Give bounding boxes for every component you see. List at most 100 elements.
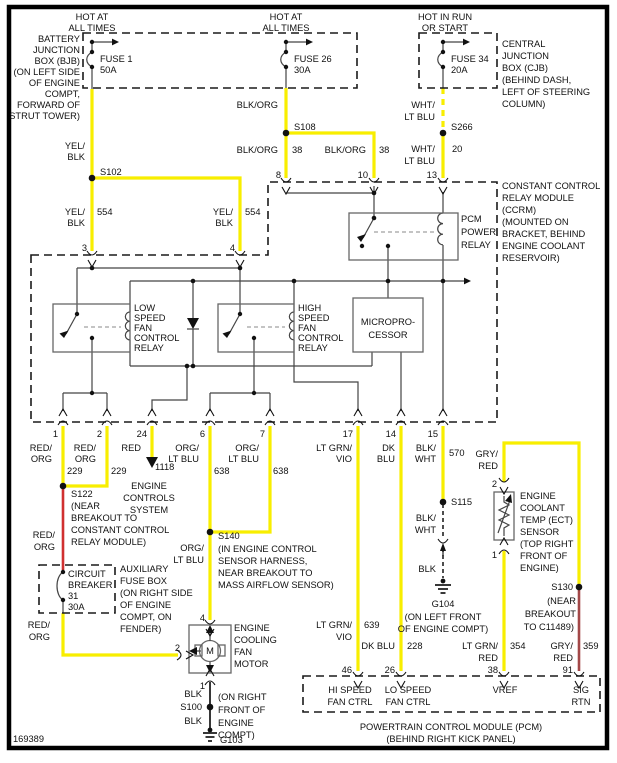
pin-1: 1 — [53, 429, 58, 439]
pin-7: 7 — [260, 429, 265, 439]
high-relay-box — [217, 303, 295, 353]
ground-g104-label: OF ENGINE COMPT) — [398, 624, 488, 634]
pin-8: 8 — [276, 170, 281, 180]
pcm-pin-38: 38 — [488, 665, 498, 675]
cjb-label: LEFT OF STEERING — [502, 87, 590, 97]
pin-10: 10 — [358, 170, 368, 180]
wire-label: ORG/ — [175, 443, 199, 453]
splice-s122: BREAKOUT TO — [71, 513, 137, 523]
circuit-229: 229 — [67, 466, 83, 476]
pin-2: 2 — [97, 429, 102, 439]
circuit-20: 20 — [452, 144, 462, 154]
wire-label: GRY/ — [475, 449, 498, 459]
microprocessor-box — [352, 297, 424, 353]
wire-label: RED — [478, 653, 498, 663]
breaker-label: 31 — [68, 591, 78, 601]
wire-label: LT BLU — [173, 555, 204, 565]
splice-s115: S115 — [451, 497, 472, 507]
motor-label: COOLING — [234, 635, 277, 645]
wire-label: WHT — [415, 454, 436, 464]
wire-label: WHT/ — [411, 100, 435, 110]
fuse34-label: FUSE 34 — [451, 54, 489, 64]
ect-pin-2: 2 — [492, 479, 497, 489]
ground-g104 — [435, 578, 451, 594]
ect-box — [493, 491, 515, 541]
hot-right-2: OR START — [422, 23, 468, 33]
wire-label: ORG — [29, 632, 50, 642]
cjb-label: JUNCTION — [502, 51, 549, 61]
splice-s122: RELAY MODULE) — [71, 537, 146, 547]
ground-g104-label: (ON LEFT FRONT — [405, 612, 482, 622]
ccrm-label: (CCRM) — [502, 205, 536, 215]
aux-fusebox-label: (ON RIGHT SIDE — [120, 588, 193, 598]
bjb-label: OF ENGINE — [29, 78, 80, 88]
wire-label: DK BLU — [361, 641, 395, 651]
splice-s122: CONSTANT CONTROL — [71, 525, 169, 535]
circuit-638: 638 — [273, 466, 289, 476]
fuse34-rating: 20A — [451, 65, 468, 75]
high-relay-label: CONTROL — [298, 333, 343, 343]
splice-s130: BREAKOUT — [525, 609, 576, 619]
circuit-570: 570 — [449, 448, 465, 458]
wire-red-org-motor — [61, 613, 178, 657]
low-relay-label: FAN — [134, 323, 152, 333]
circuit-229: 229 — [111, 466, 127, 476]
ccrm-pin8-connector — [280, 177, 292, 195]
engine-controls-label: ENGINE — [131, 481, 167, 491]
splice-s130: (NEAR — [547, 596, 576, 606]
pcm-name: POWERTRAIN CONTROL MODULE (PCM) — [360, 722, 542, 732]
circuit-359: 359 — [583, 641, 599, 651]
engine-controls-label: CONTROLS — [123, 493, 175, 503]
labels: HOT AT ALL TIMES HOT AT ALL TIMES HOT IN… — [9, 12, 600, 745]
s100-location: COMPT) — [218, 730, 255, 740]
aux-fusebox-label: FUSE BOX — [120, 576, 167, 586]
micro-label: CESSOR — [368, 330, 408, 340]
aux-fusebox-label: FENDER) — [120, 624, 161, 634]
circuit-554: 554 — [245, 207, 261, 217]
pin-14: 14 — [386, 429, 396, 439]
ground-g104-label: G104 — [432, 599, 455, 609]
wire-label: WHT/ — [411, 144, 435, 154]
pcm-fn: FAN CTRL — [328, 697, 373, 707]
pcm-relay-box — [348, 212, 459, 261]
fuse26 — [280, 38, 313, 88]
engine-controls-arrow — [146, 457, 158, 468]
hot-right-1: HOT IN RUN — [418, 12, 472, 22]
ccrm-label: ENGINE COOLANT — [502, 241, 585, 251]
bjb-label: BOX (BJB) — [35, 56, 80, 66]
s100-location: FRONT OF — [218, 705, 266, 715]
wire-label: RED/ — [30, 443, 53, 453]
breaker-label: BREAKER — [68, 580, 113, 590]
ect-label: ENGINE) — [520, 563, 559, 573]
wire-label: RED — [121, 443, 141, 453]
ccrm-pin3-connector — [86, 250, 98, 268]
wire-label: ORG — [75, 454, 96, 464]
splice-s100: S100 — [180, 702, 202, 712]
ect-label: ENGINE — [520, 491, 556, 501]
ect-label: SENSOR — [520, 527, 560, 537]
ccrm-label: CONSTANT CONTROL — [502, 181, 600, 191]
bjb-label: STRUT TOWER) — [9, 111, 80, 121]
cjb-label: COLUMN) — [502, 99, 545, 109]
pcm-fn: HI SPEED — [328, 685, 372, 695]
pin-3: 3 — [82, 243, 87, 253]
ccrm-label: BRACKET, BEHIND — [502, 229, 585, 239]
wire-label: BLU — [377, 454, 395, 464]
pin-6: 6 — [200, 429, 205, 439]
aux-fusebox-label: COMPT, ON — [120, 612, 172, 622]
ect-label: FRONT OF — [520, 551, 568, 561]
splice-s108: S108 — [294, 122, 316, 132]
ccrm-label: (MOUNTED ON — [502, 217, 569, 227]
wire-label: BLK — [418, 564, 436, 574]
wire-label: LT GRN/ — [316, 620, 352, 630]
wire-red-org-pin2 — [66, 426, 109, 488]
pcm-pin-46: 46 — [342, 665, 352, 675]
pcm-name: (BEHIND RIGHT KICK PANEL) — [386, 734, 515, 744]
ground-g103-label: G103 — [220, 735, 243, 745]
wire-label: RED/ — [74, 443, 97, 453]
junction-dots — [74, 190, 446, 396]
s100-location: (ON RIGHT — [218, 692, 267, 702]
cjb-box — [418, 32, 498, 89]
engine-controls-label: SYSTEM — [130, 505, 168, 515]
